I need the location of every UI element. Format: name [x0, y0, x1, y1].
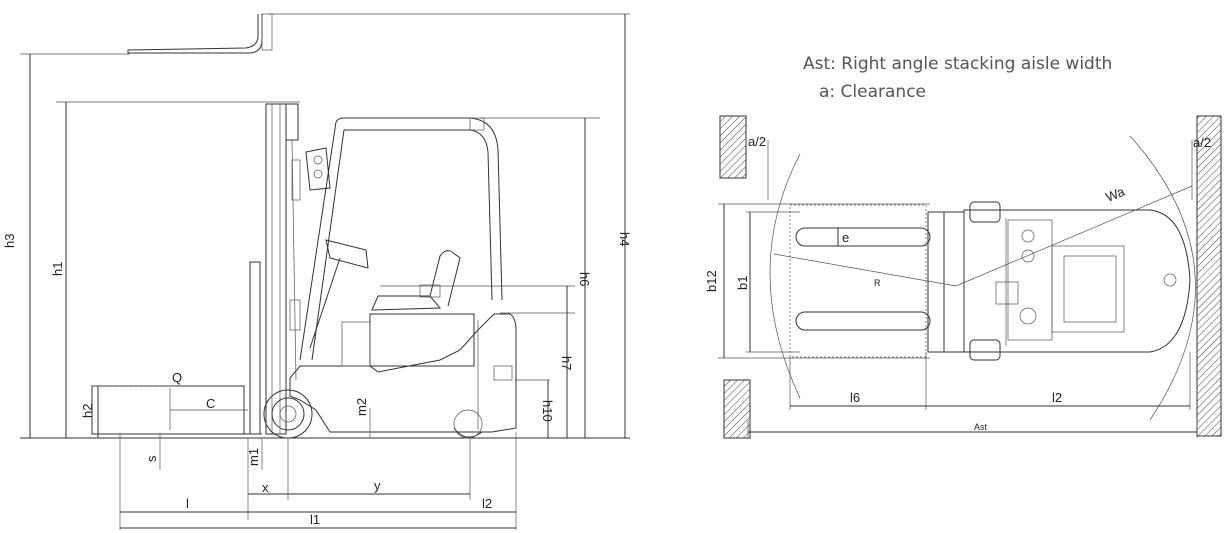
front-wheel	[263, 389, 313, 439]
left-wall-upper	[719, 115, 747, 179]
l1-label: l1	[310, 512, 320, 527]
steering-column	[305, 147, 369, 349]
q-label: Q	[172, 370, 182, 385]
wa-label: Wa	[1104, 183, 1128, 204]
r-label: R	[874, 278, 881, 288]
fork-left	[795, 227, 931, 247]
h7-label: h7	[559, 356, 574, 370]
c-label: C	[206, 396, 215, 411]
top-l2-label: l2	[1052, 390, 1062, 405]
fork-carriage	[122, 261, 262, 439]
chassis	[289, 313, 517, 433]
m2-label: m2	[354, 398, 369, 416]
a2-left-label: a/2	[748, 134, 766, 149]
s-label: s	[144, 455, 159, 462]
wa-line	[955, 185, 1193, 287]
h3-label: h3	[2, 234, 17, 248]
side-view: h3 h1 h2 h4 h6 h7 h10 m2 m1 s Q C x y l …	[2, 13, 632, 530]
turning-arc-right	[1129, 135, 1196, 421]
turning-arc-left	[769, 153, 801, 399]
left-wall-lower	[723, 379, 751, 439]
mast	[265, 103, 301, 435]
top-view: a/2 a/2 Wa R e b12 b1 l6 l2 Ast	[704, 115, 1222, 439]
b12-label: b12	[704, 270, 719, 292]
l2-label: l2	[482, 496, 492, 511]
a2-right-label: a/2	[1193, 135, 1211, 150]
b1-label: b1	[735, 276, 750, 290]
fork-right	[795, 311, 931, 331]
l6-label: l6	[850, 390, 860, 405]
legend: Ast: Right angle stacking aisle width a:…	[803, 50, 1112, 106]
h6-label: h6	[577, 272, 592, 286]
l-label: l	[186, 496, 189, 511]
y-label: y	[374, 478, 381, 493]
e-label: e	[842, 230, 849, 245]
truck-top-outline	[927, 201, 1191, 361]
legend-ast: Ast: Right angle stacking aisle width	[803, 54, 1113, 74]
overhead-guard	[299, 117, 503, 361]
seat	[371, 250, 461, 311]
raised-fork	[127, 13, 630, 54]
radius-line	[773, 253, 957, 287]
h10-label: h10	[540, 400, 555, 422]
x-label: x	[262, 480, 269, 495]
ast-label: Ast	[974, 422, 988, 432]
rear-wheel	[453, 409, 483, 439]
h4-label: h4	[617, 232, 632, 246]
m1-label: m1	[246, 448, 261, 466]
h1-label: h1	[50, 262, 65, 276]
h2-label: h2	[80, 404, 95, 418]
legend-clearance: a: Clearance	[819, 82, 927, 102]
right-wall	[1196, 115, 1222, 437]
